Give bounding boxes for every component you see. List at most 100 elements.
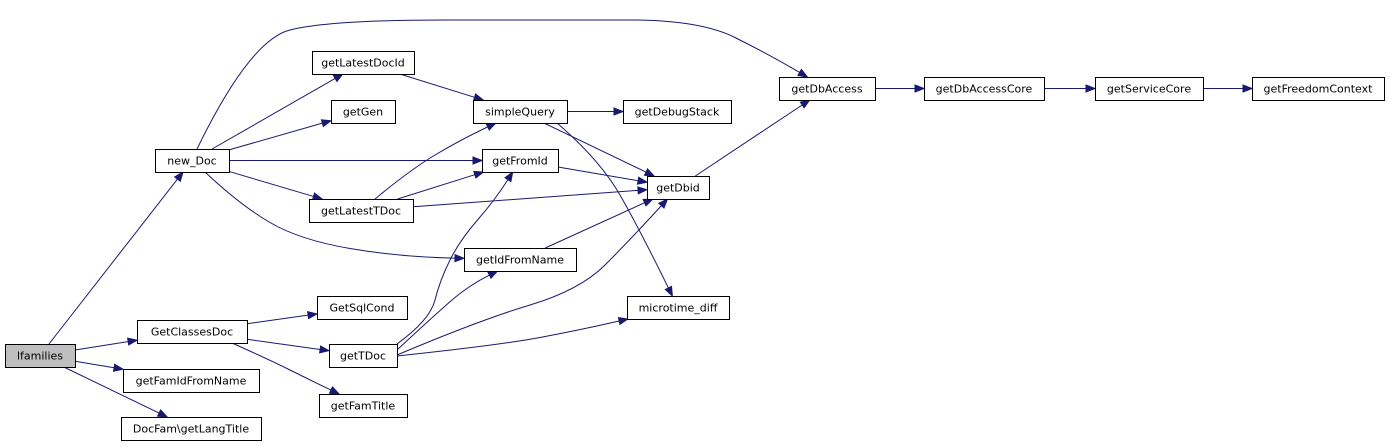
node-new_doc[interactable]: new_Doc <box>155 149 230 173</box>
node-box <box>329 344 398 368</box>
node-label: new_Doc <box>167 155 216 168</box>
node-label: getDbAccessCore <box>936 83 1033 96</box>
node-label: getFromId <box>492 155 548 168</box>
edges-layer <box>48 19 1254 418</box>
edge-gettdoc-to-getdbid <box>396 197 669 356</box>
arrowhead-icon <box>914 84 926 93</box>
node-box <box>464 248 577 272</box>
arrowhead-icon <box>156 409 169 418</box>
edge-line <box>374 126 488 200</box>
edge-getfromid-to-getdbid <box>557 166 649 185</box>
edge-getdbaccess-to-getdbaccesscore <box>875 84 926 93</box>
arrowhead-icon <box>657 197 669 209</box>
edge-new_doc-to-getlatesttdoc <box>228 170 324 201</box>
edge-line <box>396 320 620 357</box>
edge-lfamilies-to-getclassesdoc <box>74 337 139 351</box>
edge-getclassesdoc-to-gettdoc <box>246 338 331 354</box>
node-label: getDbid <box>656 182 700 195</box>
arrowhead-icon <box>636 176 649 185</box>
edge-simplequery-to-microtime_diff <box>556 122 674 298</box>
node-label: microtime_diff <box>639 302 718 315</box>
node-getdbaccesscore[interactable]: getDbAccessCore <box>924 77 1045 101</box>
arrowhead-icon <box>112 363 125 372</box>
edge-lfamilies-to-getfamidfromname <box>74 360 125 372</box>
node-getlatestdocid[interactable]: getLatestDocId <box>312 51 415 75</box>
edge-line <box>695 104 803 177</box>
arrowhead-icon <box>613 107 625 116</box>
arrowhead-icon <box>173 170 184 183</box>
edge-line <box>396 274 490 351</box>
node-label: getTDoc <box>340 350 386 363</box>
edge-line <box>396 179 509 345</box>
edge-getservicecore-to-getfreedomcontext <box>1203 84 1254 93</box>
node-box <box>1252 77 1385 101</box>
node-getidfromname[interactable]: getIdFromName <box>464 248 577 272</box>
node-getdbid[interactable]: getDbid <box>647 176 710 200</box>
arrowhead-icon <box>472 156 484 165</box>
node-getfamtitle[interactable]: getFamTitle <box>319 394 408 418</box>
node-getclassesdoc[interactable]: GetClassesDoc <box>137 320 248 344</box>
node-label: getFamTitle <box>331 400 396 413</box>
arrowhead-icon <box>320 119 333 128</box>
node-getservicecore[interactable]: getServiceCore <box>1095 77 1204 101</box>
node-label: getDebugStack <box>635 106 720 119</box>
node-getdebugstack[interactable]: getDebugStack <box>623 100 732 124</box>
edge-line <box>556 122 669 289</box>
edge-line <box>74 360 115 369</box>
node-getsqlcond[interactable]: GetSqlCond <box>317 296 408 320</box>
edge-new_doc-to-getgen <box>228 119 333 151</box>
node-box <box>123 369 260 393</box>
node-box <box>137 320 248 344</box>
node-box <box>5 344 76 368</box>
edge-getlatesttdoc-to-getdbid <box>412 186 649 208</box>
edge-simplequery-to-getdbid <box>543 122 656 177</box>
node-label: getLatestDocId <box>321 57 405 70</box>
edge-line <box>204 171 456 259</box>
arrowhead-icon <box>1085 84 1097 93</box>
arrowhead-icon <box>473 170 485 179</box>
edge-line <box>74 341 129 351</box>
edge-simplequery-to-getdebugstack <box>567 107 625 116</box>
edge-line <box>396 205 662 356</box>
node-getlatesttdoc[interactable]: getLatestTDoc <box>309 199 414 223</box>
node-simplequery[interactable]: simpleQuery <box>473 100 568 124</box>
arrowhead-icon <box>1242 84 1254 93</box>
node-getfamidfromname[interactable]: getFamIdFromName <box>123 369 260 393</box>
edge-getlatesttdoc-to-getfromid <box>397 170 485 200</box>
edge-lfamilies-to-new_doc <box>48 170 184 345</box>
edge-line <box>63 366 160 414</box>
arrowhead-icon <box>504 170 514 183</box>
node-box <box>482 149 559 173</box>
node-getgen[interactable]: getGen <box>331 100 396 124</box>
arrowhead-icon <box>664 285 674 298</box>
edge-new_doc-to-getidfromname <box>204 171 466 263</box>
edge-gettdoc-to-microtime_diff <box>396 316 630 357</box>
node-getfreedomcontext[interactable]: getFreedomContext <box>1252 77 1385 101</box>
node-gettdoc[interactable]: getTDoc <box>329 344 398 368</box>
node-box <box>317 296 408 320</box>
node-box <box>309 199 414 223</box>
arrowhead-icon <box>799 99 811 109</box>
node-box <box>121 417 262 441</box>
node-box <box>473 100 568 124</box>
edge-line <box>228 170 314 197</box>
arrowhead-icon <box>485 122 498 131</box>
edge-line <box>228 122 323 151</box>
node-box <box>331 100 396 124</box>
node-label: getFreedomContext <box>1264 83 1374 96</box>
edge-line <box>231 342 332 391</box>
node-getdbaccess[interactable]: getDbAccess <box>779 77 876 101</box>
node-getlangtitle[interactable]: DocFam\getLangTitle <box>121 417 262 441</box>
edge-new_doc-to-getfromid <box>229 156 484 165</box>
node-box <box>924 77 1045 101</box>
edge-line <box>48 178 178 345</box>
node-label: GetSqlCond <box>330 302 395 315</box>
node-getfromid[interactable]: getFromId <box>482 149 559 173</box>
node-box <box>155 149 230 173</box>
edge-new_doc-to-getdbaccess <box>196 19 809 150</box>
edge-line <box>211 78 336 150</box>
node-label: getServiceCore <box>1107 83 1191 96</box>
node-lfamilies[interactable]: lfamilies <box>5 344 76 368</box>
node-microtime_diff[interactable]: microtime_diff <box>627 296 730 320</box>
